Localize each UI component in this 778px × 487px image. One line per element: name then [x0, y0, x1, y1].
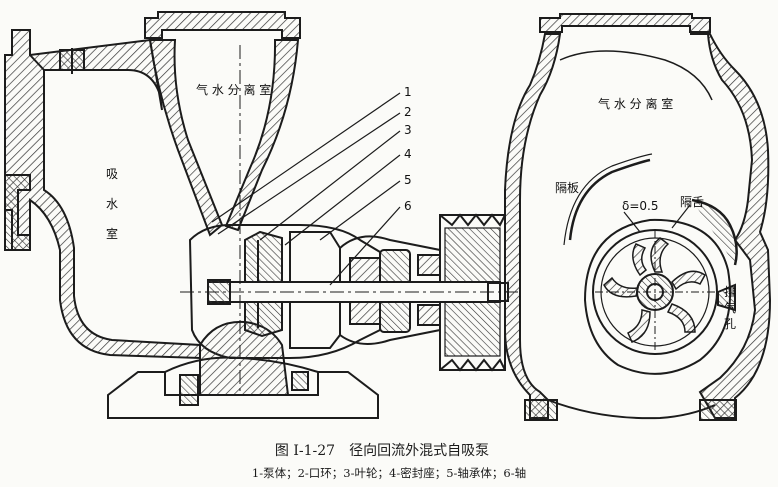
part-number-5: 5 — [404, 173, 412, 187]
suction-casing — [4, 29, 201, 360]
left-separation-chamber-label: 气 水 分 离 室 — [196, 82, 271, 97]
left-sectional-view — [4, 11, 518, 420]
part-number-4: 4 — [404, 147, 412, 161]
separation-chamber-wall-left — [148, 39, 224, 237]
partition-plate — [568, 158, 651, 241]
pump-drawing: 气 水 分 离 室 吸 水 室 1 2 3 4 5 6 — [4, 11, 772, 421]
right-top-flange — [539, 13, 711, 33]
suction-chamber-label-2: 水 — [106, 197, 118, 211]
right-foot-left — [524, 399, 558, 421]
suction-chamber-label-1: 吸 — [106, 167, 118, 181]
right-outer-casing — [504, 33, 562, 419]
degas-label-1: 排 — [724, 285, 736, 299]
part-number-3: 3 — [404, 123, 412, 137]
part-number-2: 2 — [404, 105, 412, 119]
bearing-rear — [349, 299, 381, 325]
right-foot-right — [699, 399, 737, 421]
figure-legend: 1-泵体；2-口环；3-叶轮；4-密封座；5-轴承体；6-轴 — [251, 466, 527, 480]
degas-hole — [717, 283, 736, 312]
tongue — [691, 198, 738, 266]
separation-chamber-wall-right — [224, 39, 300, 232]
figure-number: 图 I-1-27 — [274, 443, 336, 459]
degas-label-3: 孔 — [724, 317, 736, 331]
right-separation-chamber-label: 气 水 分 离 室 — [598, 96, 673, 111]
tongue-label: 隔舌 — [680, 195, 704, 209]
bearing-front — [349, 257, 381, 283]
degas-label-2: 气 — [724, 300, 736, 315]
discharge-flange — [144, 11, 301, 39]
suction-chamber-label-3: 室 — [106, 226, 118, 241]
part-number-1: 1 — [404, 85, 412, 99]
right-cross-section-view — [504, 13, 772, 421]
figure-title: 径向回流外混式自吸泵 — [349, 443, 490, 459]
gap-label: δ=0.5 — [622, 199, 658, 213]
partition-label: 隔板 — [555, 181, 579, 195]
figure-caption: 图 I-1-27 径向回流外混式自吸泵 — [0, 440, 778, 460]
suction-inlet-flange — [4, 174, 31, 251]
part-number-6: 6 — [404, 199, 412, 213]
